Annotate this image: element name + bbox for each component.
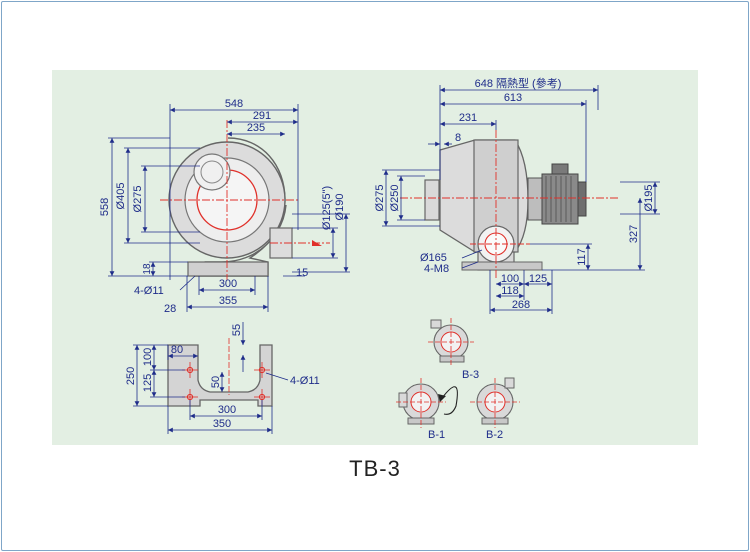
dim-355: 355 <box>219 295 237 307</box>
base-frame <box>167 344 273 407</box>
dim-327: 327 <box>628 225 640 243</box>
front-motor-hub <box>193 153 231 191</box>
dim-d125: Ø125(5") <box>321 186 333 230</box>
side-motor-junction <box>551 163 569 175</box>
orientation-b1 <box>396 378 446 428</box>
dim-55: 55 <box>231 324 243 336</box>
dim-28: 28 <box>164 303 176 315</box>
front-housing <box>194 137 287 277</box>
dim-4-m8: 4-M8 <box>424 263 449 275</box>
front-view: 548 291 235 558 Ø405 Ø275 18 Ø125(5") Ø1… <box>99 98 350 315</box>
dim-118: 118 <box>501 285 519 297</box>
dim-231: 231 <box>459 112 477 124</box>
rotation-arrowhead <box>438 394 446 402</box>
dim-350: 350 <box>213 418 231 430</box>
dim-d275: Ø275 <box>132 186 144 213</box>
front-base <box>187 261 269 277</box>
dim-648-insulated: 648 隔熱型 (參考) <box>475 76 562 90</box>
side-motor-fins <box>545 176 572 222</box>
side-inlet-flange <box>424 179 440 221</box>
front-dimensions <box>108 104 350 312</box>
label-b1: B-1 <box>428 429 445 441</box>
front-hub-ring <box>200 160 224 184</box>
dim-d405: Ø405 <box>115 183 127 210</box>
dim-15: 15 <box>296 267 308 279</box>
orientation-b3 <box>428 318 474 366</box>
side-motor <box>541 173 579 225</box>
dim-125-base: 125 <box>142 374 154 392</box>
side-motor-mount <box>527 177 543 221</box>
side-motor-cap <box>577 181 587 217</box>
orientation-views: B-3 B-1 B-2 <box>396 318 520 441</box>
dim-d250: Ø250 <box>389 185 401 212</box>
dim-d195: Ø195 <box>643 185 655 212</box>
dim-8: 8 <box>455 132 461 144</box>
dim-250: 250 <box>125 367 137 385</box>
dim-d165: Ø165 <box>420 252 447 264</box>
dim-558: 558 <box>99 198 111 216</box>
rotation-arrow <box>441 386 458 415</box>
base-view: 80 55 250 100 125 50 4-Ø11 300 350 <box>125 322 320 434</box>
label-b3: B-3 <box>462 369 479 381</box>
dim-80: 80 <box>171 344 183 356</box>
dim-100-base: 100 <box>142 348 154 366</box>
dim-125: 125 <box>529 273 547 285</box>
front-flow-arrow <box>312 240 322 246</box>
dim-300-base: 300 <box>218 404 236 416</box>
dim-4-d11-base: 4-Ø11 <box>290 375 320 387</box>
dim-d190: Ø190 <box>334 194 346 221</box>
dim-613: 613 <box>504 92 522 104</box>
orientation-b2 <box>470 377 520 428</box>
model-caption: TB-3 <box>349 456 401 481</box>
dim-548: 548 <box>225 98 243 110</box>
dim-268: 268 <box>512 299 530 311</box>
side-dimensions <box>382 85 660 314</box>
dim-235: 235 <box>247 122 265 134</box>
dim-117: 117 <box>576 248 588 266</box>
dim-d275-side: Ø275 <box>374 185 386 212</box>
dim-4-d11: 4-Ø11 <box>134 285 164 297</box>
dim-300: 300 <box>219 278 237 290</box>
dim-50: 50 <box>210 376 222 388</box>
dim-100: 100 <box>501 273 519 285</box>
dim-291: 291 <box>253 110 271 122</box>
label-b2: B-2 <box>486 429 503 441</box>
side-view: 648 隔熱型 (參考) 613 231 8 Ø275 Ø250 Ø165 4-… <box>374 76 660 314</box>
base-dimensions <box>133 322 289 434</box>
dim-18: 18 <box>142 263 153 275</box>
side-base <box>461 261 543 271</box>
